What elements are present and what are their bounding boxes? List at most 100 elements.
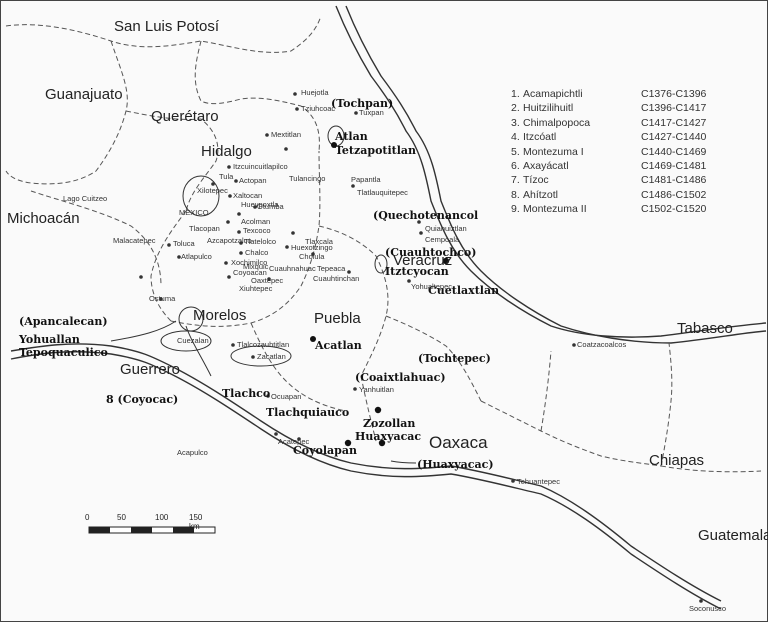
legend-number: 6. [511, 159, 520, 172]
town-label: Tula [219, 172, 234, 181]
place-label-cuauhtochco: (Cuauhtochco) [385, 246, 477, 259]
town-label: Malacatepec [113, 236, 156, 245]
region-label-guerrero: Guerrero [120, 361, 181, 378]
legend-number: 5. [511, 145, 520, 158]
town-label: Xochimilco [231, 258, 268, 267]
region-label-san-luis-potosi: San Luis Potosí [114, 18, 220, 35]
town-markers [139, 92, 703, 603]
scale-tick-label: 0 [85, 513, 90, 522]
place-label-huaxyacac: Huaxyacac [355, 430, 422, 443]
town-label: Mixquic [243, 262, 269, 271]
legend-ruler-name: Montezuma II [523, 203, 587, 216]
legend-ruler-name: Ahítzotl [523, 188, 559, 201]
region-label-oaxaca: Oaxaca [429, 433, 488, 452]
legend-row: 4.Itzcóatl C1427-C1440 [511, 130, 706, 144]
town-label: Ocuapan [271, 392, 302, 401]
town-label: Hueypoxtla [241, 200, 279, 209]
place-label-coyocac: 8 (Coyocac) [106, 393, 179, 406]
major-town-markers [310, 142, 450, 447]
pacific-coastline [10, 343, 722, 610]
town-label: Azcapotzalco [207, 236, 252, 245]
place-label-coaixtlahuac: (Coaixtlahuac) [355, 371, 446, 384]
town-label: Huejotla [301, 88, 329, 97]
place-label-yohuallan: Yohuallan [19, 333, 80, 346]
legend-ruler-name: Chimalpopoca [523, 116, 591, 129]
legend-dates: C1469-C1481 [641, 159, 707, 172]
town-label: Xilotepec [197, 186, 228, 195]
legend-ruler-name: Montezuma I [523, 145, 584, 158]
town-label: Tepeaca [317, 264, 346, 273]
scale-bar: 0 50 100 150 km [85, 513, 215, 531]
scale-bar-graphic [88, 526, 216, 534]
place-label-apancalecan: (Apancalecan) [19, 315, 108, 328]
legend-dates: C1427-C1440 [641, 131, 707, 144]
town-label: Ostuma [149, 294, 176, 303]
legend-dates: C1502-C1520 [641, 203, 707, 216]
town-label: Tlacopan [189, 224, 220, 233]
legend-ruler-name: Acamapichtli [523, 88, 583, 100]
town-label: Acapulco [177, 448, 208, 457]
town-label: Cuauhnahuac [269, 264, 316, 273]
place-label-cuetlaxtlan: Cuetlaxtlan [428, 284, 500, 297]
place-label-tochpan: (Tochpan) [331, 97, 394, 110]
town-label: Toluca [173, 239, 195, 248]
scale-tick-label: 50 [117, 513, 126, 522]
town-label: Tlalcozauhtitlan [237, 340, 290, 349]
town-label: Tulancingo [289, 174, 326, 183]
region-label-morelos: Morelos [193, 307, 247, 324]
legend-number: 3. [511, 116, 520, 129]
scale-tick-label: 150 km [189, 513, 203, 531]
town-label: Cempoala [425, 235, 460, 244]
town-label: Cuezalan [177, 336, 209, 345]
town-label: Texcoco [243, 226, 271, 235]
place-label-atlan: Atlan [335, 130, 368, 143]
town-label: Acolman [241, 217, 271, 226]
town-label: Itzcuincuitlapilco [233, 162, 288, 171]
town-label: Xiuhtepec [239, 284, 273, 293]
town-label: Quiahuiztlan [425, 224, 467, 233]
legend-ruler-name: Axayácatl [523, 159, 569, 172]
town-label: MEXICO [179, 208, 209, 217]
legend-dates: C1481-C1486 [641, 174, 707, 187]
place-label-zozollan: Zozollan [363, 417, 416, 430]
town-label: Soconusco [689, 604, 727, 613]
town-label: Oaxtepec [251, 276, 284, 285]
place-label-quechotenancol: (Quechotenancol [373, 209, 479, 222]
town-label: Tlaxcala [305, 237, 333, 246]
town-label: Cuauhtinchan [313, 274, 360, 283]
legend-ruler-name: Tízoc [523, 174, 549, 187]
legend-number: 8. [511, 188, 520, 201]
region-label-chiapas: Chiapas [649, 452, 705, 469]
legend-dates: C1486-C1502 [641, 188, 707, 201]
place-label-tepoquaculico: Tepoquaculico [19, 346, 108, 359]
region-label-queretaro: Querétaro [151, 108, 219, 125]
legend-number: 4. [511, 131, 520, 144]
region-label-michoacan: Michoacán [7, 210, 80, 227]
place-label-huaxyacac-2: (Huaxyacac) [417, 458, 494, 471]
town-label: Lago Cuitzeo [63, 194, 108, 203]
town-label: Actopan [239, 176, 267, 185]
town-label: Tuxpan [359, 108, 384, 117]
town-label: Huexotzingo [291, 243, 333, 252]
town-label: Coyoacan [233, 268, 267, 277]
legend-ruler-name: Itzcóatl [523, 131, 557, 144]
region-label-veracruz: Veracruz [393, 252, 453, 269]
region-label-guanajuato: Guanajuato [45, 86, 123, 103]
legend-dates: C1396-C1417 [641, 102, 707, 115]
town-label: Yanhuitlan [359, 385, 394, 394]
town-label: Otumba [257, 202, 284, 211]
region-label-guatemala: Guatemala [698, 527, 768, 544]
town-label: Acatepec [278, 437, 310, 446]
town-label: Coatzacoalcos [577, 340, 627, 349]
region-label-puebla: Puebla [314, 310, 361, 327]
town-label: Papantla [351, 175, 381, 184]
town-label: Tehuantepec [517, 477, 560, 486]
place-label-tlachco: Tlachco [222, 387, 271, 400]
region-label-hidalgo: Hidalgo [201, 143, 252, 160]
